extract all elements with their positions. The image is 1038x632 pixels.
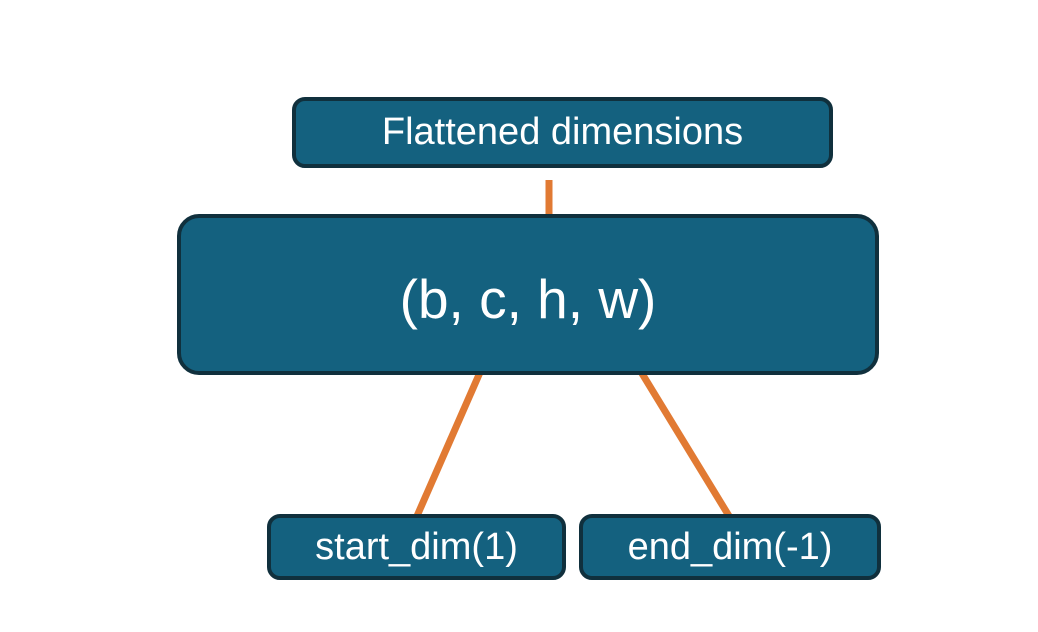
start-dim-label: start_dim(1)	[315, 525, 518, 568]
start-dim-box: start_dim(1)	[267, 514, 566, 580]
end-dim-label: end_dim(-1)	[627, 525, 833, 568]
flattened-dimensions-box: Flattened dimensions	[292, 97, 833, 168]
end-dim-box: end_dim(-1)	[579, 514, 881, 580]
tensor-shape-box: (b, c, h, w)	[177, 214, 879, 375]
tensor-shape-label: (b, c, h, w)	[399, 267, 657, 330]
flattened-dimensions-label: Flattened dimensions	[381, 111, 744, 153]
